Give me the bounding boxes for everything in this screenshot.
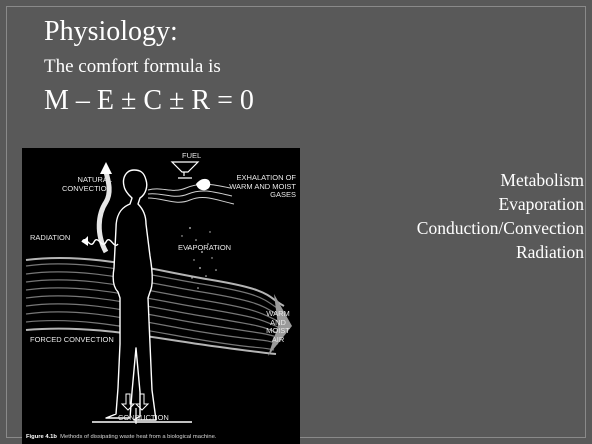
slide-title: Physiology:	[44, 16, 178, 48]
label-radiation: RADIATION	[30, 234, 70, 243]
label-exhalation: EXHALATION OF WARM AND MOIST GASES	[222, 174, 296, 200]
label-forced-convection: FORCED CONVECTION	[30, 336, 114, 345]
label-conduction: CONDUCTION	[118, 414, 169, 423]
label-evaporation: EVAPORATION	[178, 244, 231, 253]
label-warm-moist-air: WARM AND MOIST AIR	[260, 310, 296, 344]
term-evaporation: Evaporation	[417, 192, 584, 216]
term-metabolism: Metabolism	[417, 168, 584, 192]
term-conduction-convection: Conduction/Convection	[417, 216, 584, 240]
heat-dissipation-figure: FUEL NATURAL CONVECTION EXHALATION OF WA…	[22, 148, 300, 444]
label-natural-convection: NATURAL CONVECTION	[52, 176, 112, 193]
formula-terms-list: Metabolism Evaporation Conduction/Convec…	[417, 168, 584, 264]
slide-subtitle: The comfort formula is	[44, 56, 221, 78]
comfort-formula: M – E ± C ± R = 0	[44, 84, 254, 118]
figure-caption-text: Methods of dissipating waste heat from a…	[60, 434, 216, 440]
figure-caption-number: Figure 4.1b	[26, 434, 57, 440]
label-fuel: FUEL	[182, 152, 201, 161]
figure-caption: Figure 4.1b Methods of dissipating waste…	[26, 434, 298, 440]
term-radiation: Radiation	[417, 240, 584, 264]
